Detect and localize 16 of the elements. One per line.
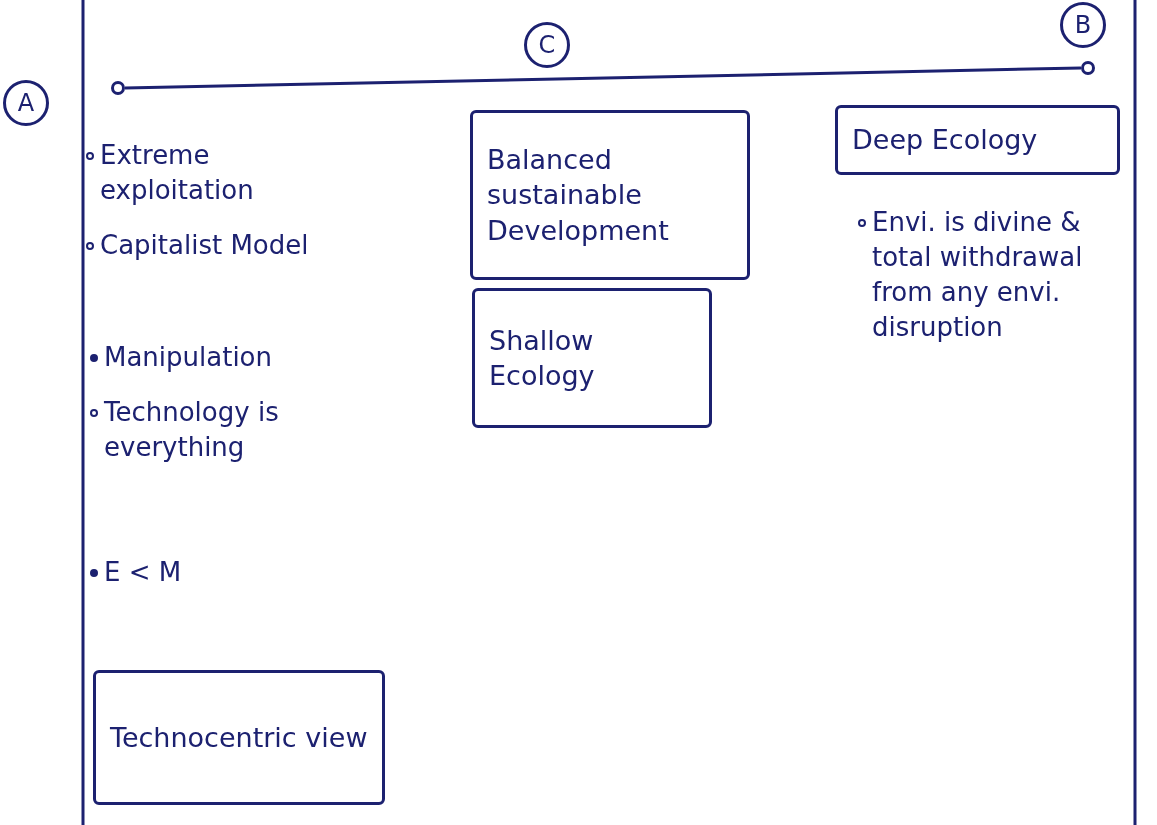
concept-box: Shallow Ecology — [472, 288, 712, 428]
spectrum-line — [124, 66, 1082, 90]
circled-letter: A — [3, 80, 49, 126]
endpoint-dot — [111, 81, 125, 95]
note-text: Envi. is divine & total withdrawal from any envi. disruption — [872, 206, 1084, 345]
endpoint-dot — [1081, 61, 1095, 75]
concept-box: Technocentric view — [93, 670, 385, 805]
note-text: Manipulation — [104, 341, 273, 374]
note-text: Extreme exploitation — [100, 139, 255, 208]
concept-box: Deep Ecology — [835, 105, 1120, 175]
concept-box: Balanced sustainable Development — [470, 110, 750, 280]
note-text: Technology is everything — [104, 396, 280, 465]
note-text: E < M — [104, 556, 183, 589]
note-text: Capitalist Model — [100, 229, 310, 262]
circled-letter: B — [1060, 2, 1106, 48]
circled-letter: C — [524, 22, 570, 68]
